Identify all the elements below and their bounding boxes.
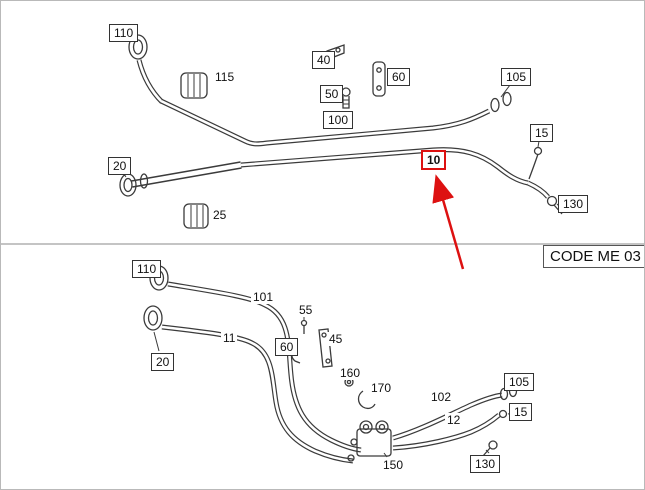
part-label-top-10[interactable]: 10 [421, 150, 447, 170]
part-label-bottom-101[interactable]: 101 [251, 290, 276, 304]
part-label-top-20[interactable]: 20 [108, 157, 132, 175]
part-label-bottom-15[interactable]: 15 [509, 403, 533, 421]
part-label-bottom-12[interactable]: 12 [445, 413, 463, 427]
part-label-top-115[interactable]: 115 [213, 70, 237, 84]
code-label: CODE ME 03 [543, 245, 644, 268]
part-label-top-15[interactable]: 15 [530, 124, 554, 142]
part-label-top-50[interactable]: 50 [320, 85, 344, 103]
part-label-bottom-130[interactable]: 130 [470, 455, 501, 473]
part-label-bottom-160[interactable]: 160 [338, 366, 363, 380]
part-label-bottom-60[interactable]: 60 [275, 338, 299, 356]
part-label-bottom-20[interactable]: 20 [151, 353, 175, 371]
part-label-top-40[interactable]: 40 [312, 51, 336, 69]
part-label-bottom-55[interactable]: 55 [297, 303, 315, 317]
top-assembly [119, 34, 563, 229]
part-label-bottom-105[interactable]: 105 [504, 373, 535, 391]
part-label-top-60[interactable]: 60 [387, 68, 411, 86]
part-label-bottom-110[interactable]: 110 [132, 260, 162, 278]
bottom-assembly [143, 265, 518, 464]
part-label-top-130[interactable]: 130 [558, 195, 589, 213]
part-label-bottom-45[interactable]: 45 [327, 332, 345, 346]
part-label-top-100[interactable]: 100 [323, 111, 354, 129]
part-label-top-105[interactable]: 105 [501, 68, 532, 86]
part-label-bottom-170[interactable]: 170 [369, 381, 394, 395]
highlight-arrow [432, 174, 465, 270]
part-label-top-110[interactable]: 110 [109, 24, 139, 42]
part-label-bottom-11[interactable]: 11 [221, 331, 238, 345]
part-label-top-25[interactable]: 25 [211, 208, 229, 222]
part-label-bottom-150[interactable]: 150 [381, 458, 406, 472]
part-label-bottom-102[interactable]: 102 [429, 390, 454, 404]
